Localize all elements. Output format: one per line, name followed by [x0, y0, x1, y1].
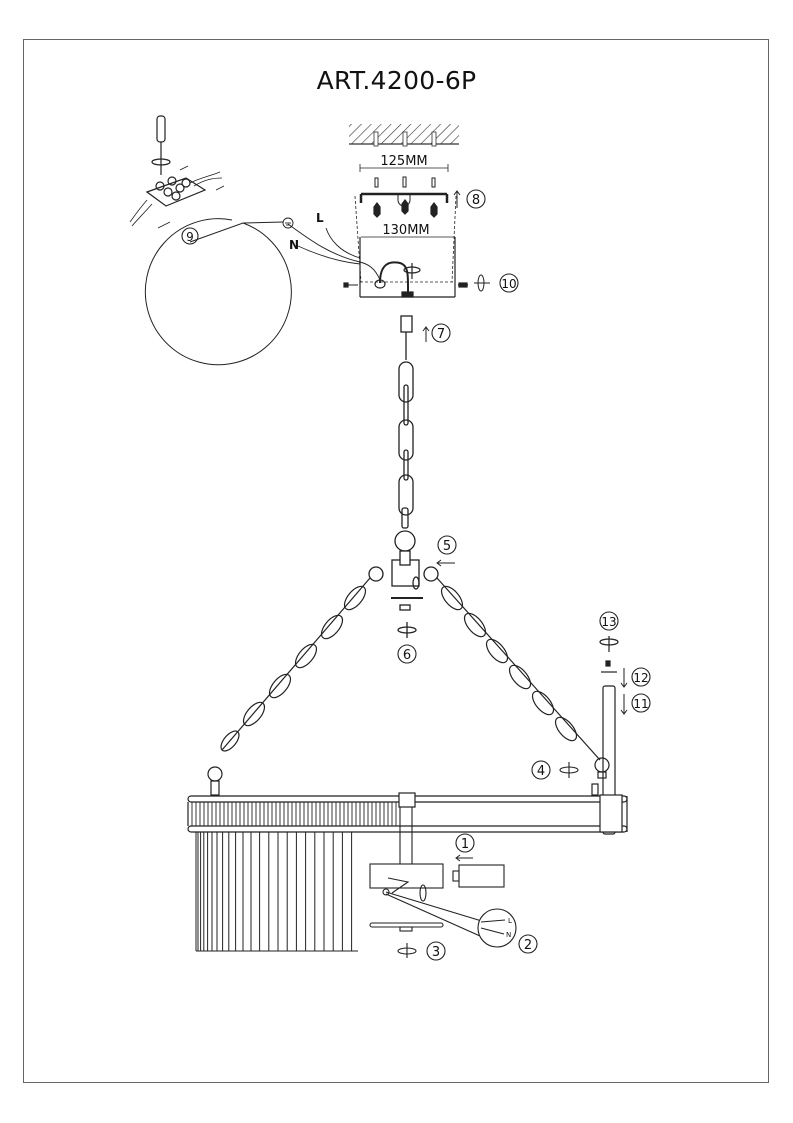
step-1-marker: 1 — [455, 833, 475, 853]
svg-text:5: 5 — [443, 539, 451, 554]
page-border — [23, 39, 769, 1083]
step-10-marker: 10 — [499, 273, 519, 293]
svg-text:9: 9 — [186, 230, 194, 244]
mounting-bracket: 125MM — [359, 154, 449, 218]
svg-text:10: 10 — [501, 277, 516, 291]
inset-neutral-label: N — [506, 931, 511, 939]
svg-text:2: 2 — [524, 938, 532, 953]
support-rod — [599, 636, 619, 835]
svg-text:13: 13 — [601, 615, 616, 629]
direction-arrows — [422, 190, 628, 862]
step-12-marker: 12 — [631, 667, 651, 687]
left-chain — [220, 577, 371, 752]
lamp-ring — [187, 766, 628, 833]
ceiling — [349, 124, 459, 147]
step-8-marker: 8 — [466, 189, 486, 209]
svg-text:8: 8 — [472, 193, 480, 208]
step-markers: 8 9 10 7 5 6 13 12 11 4 1 2 3 — [181, 189, 651, 961]
step-7-marker: 7 — [431, 323, 451, 343]
inset-live-label: L — [508, 917, 512, 925]
ring-fins — [191, 802, 397, 826]
canopy-dimension-label: 130MM — [382, 223, 429, 238]
step-3-marker: 3 — [426, 941, 446, 961]
neutral-wire-label: N — [289, 238, 299, 252]
socket-assembly: L N — [369, 762, 579, 958]
step-5-marker: 5 — [437, 535, 457, 555]
step-6-marker: 6 — [397, 644, 417, 664]
step-11-marker: 11 — [631, 693, 651, 713]
terminal-block-inset — [129, 115, 292, 366]
svg-text:4: 4 — [537, 764, 545, 779]
central-hub — [368, 530, 439, 638]
bracket-dimension-label: 125MM — [380, 154, 427, 169]
svg-text:1: 1 — [461, 837, 469, 852]
svg-text:11: 11 — [633, 697, 648, 711]
svg-text:6: 6 — [403, 648, 411, 663]
upper-chain — [398, 315, 414, 529]
canopy: 130MM — [343, 195, 468, 298]
document-title: ART.4200-6P — [316, 66, 477, 95]
step-4-marker: 4 — [531, 760, 551, 780]
right-chain — [436, 577, 610, 779]
live-wire-label: L — [316, 211, 324, 225]
svg-text:12: 12 — [633, 671, 648, 685]
svg-text:3: 3 — [432, 945, 440, 960]
svg-text:7: 7 — [437, 327, 445, 342]
step-2-marker: 2 — [518, 934, 538, 954]
supply-wires: L N — [282, 211, 381, 281]
step-9-marker: 9 — [181, 227, 199, 245]
step-13-marker: 13 — [599, 611, 619, 631]
crystal-fins — [195, 832, 358, 952]
